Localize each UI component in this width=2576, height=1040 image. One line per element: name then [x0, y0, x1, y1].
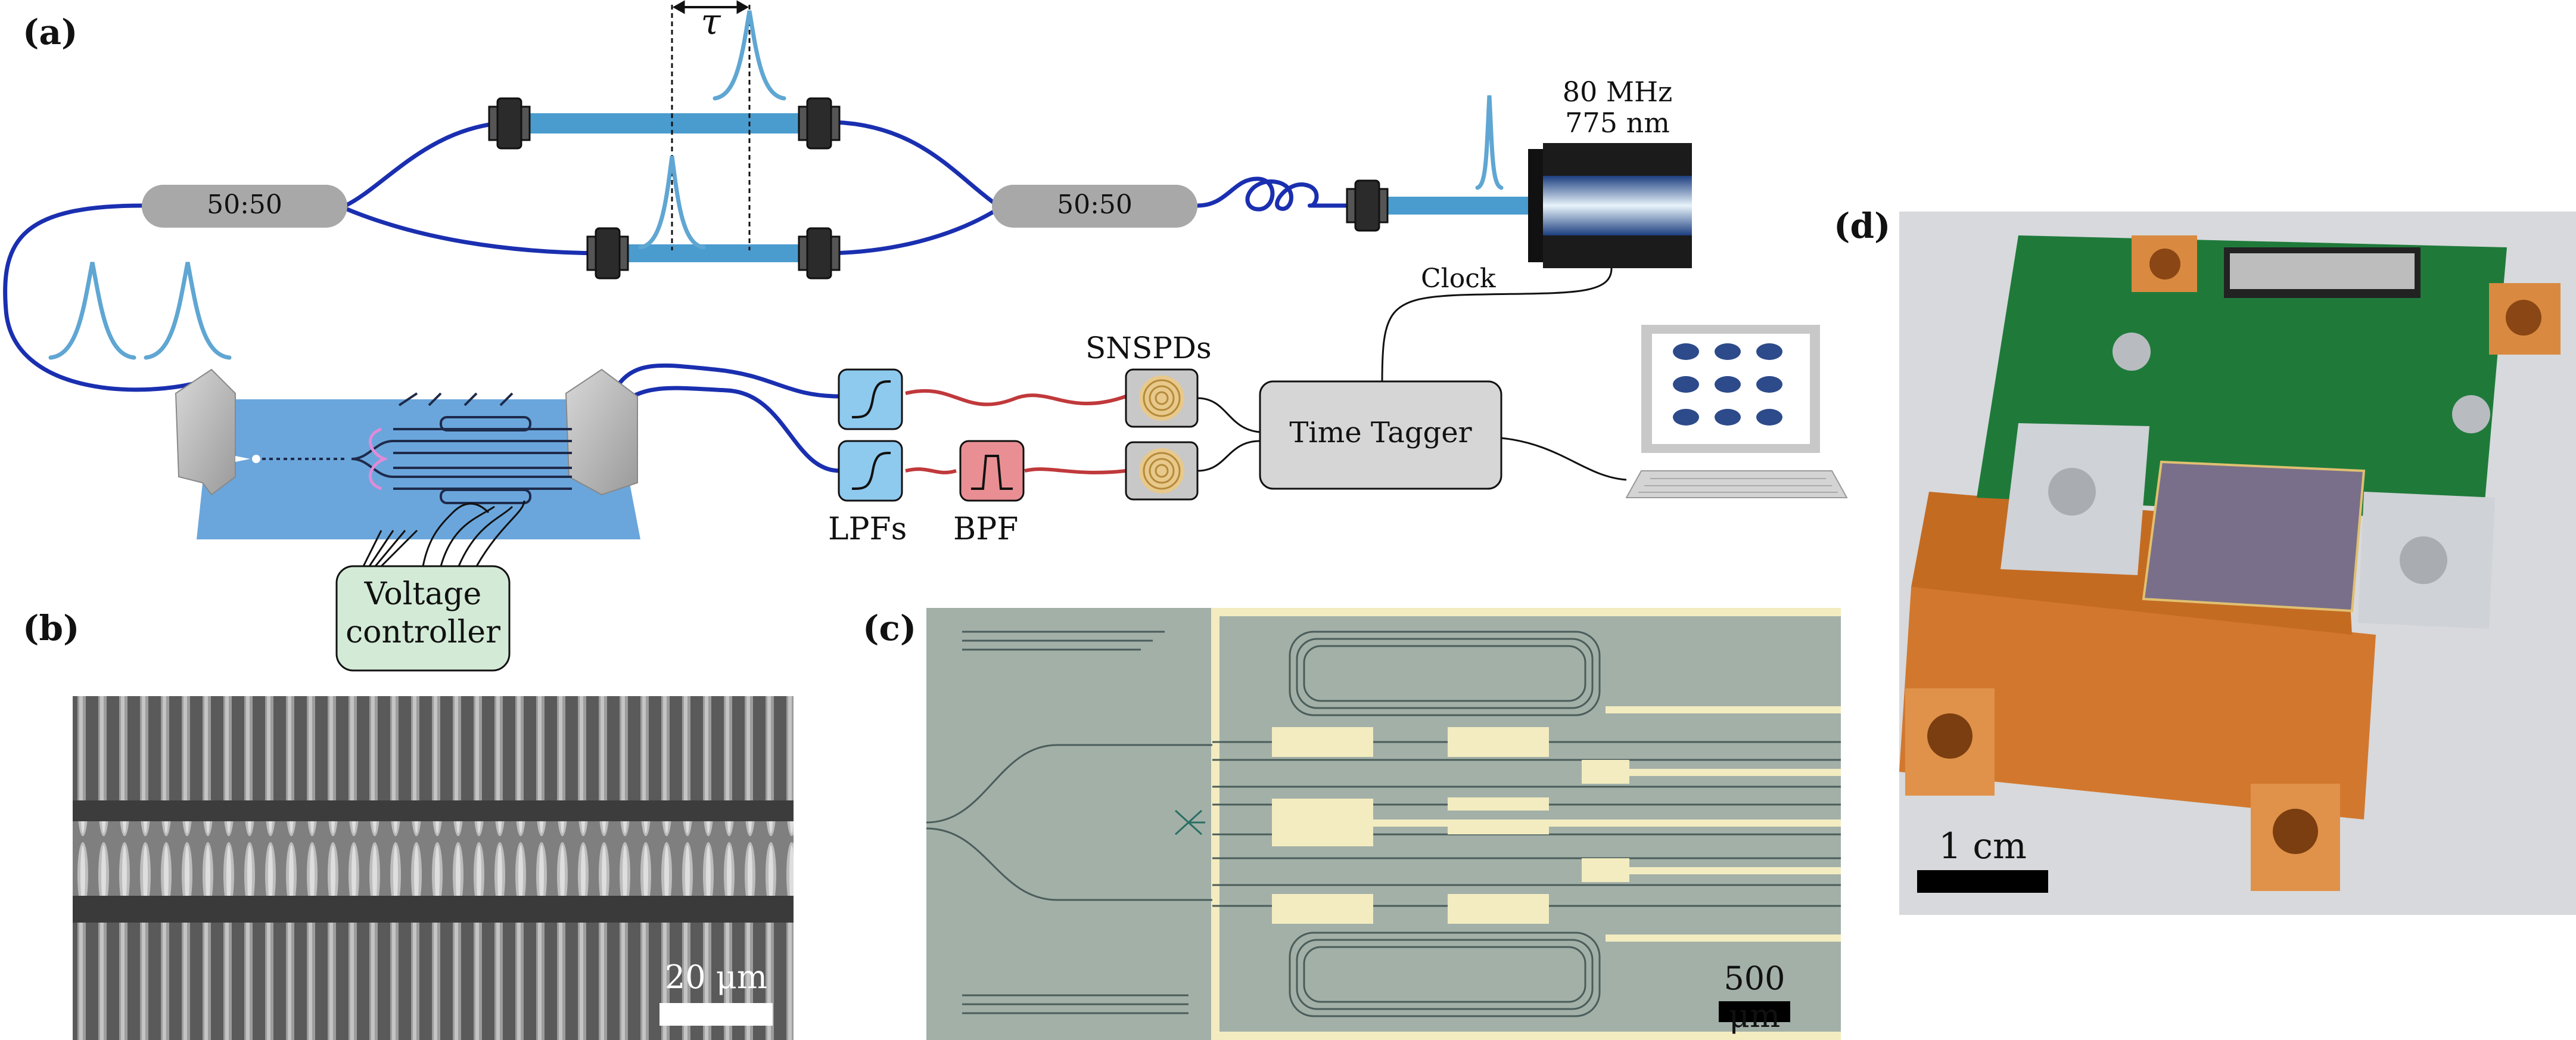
panel-b-label: (b)	[23, 608, 80, 648]
time-tagger-box	[1259, 380, 1502, 490]
laser-source	[1528, 143, 1692, 268]
optical-fibers	[3, 120, 1355, 473]
chip-layout	[926, 608, 1841, 1040]
splitter-left	[142, 185, 347, 228]
pulse-input-1	[48, 262, 136, 360]
panel-c-scale-label: 500 μm	[1723, 960, 1785, 1035]
time-tagger-label: Time Tagger	[1289, 416, 1472, 449]
collimator-lower-left	[586, 227, 629, 280]
fiber-upper-arm-out	[833, 120, 995, 204]
bpf-label: BPF	[953, 511, 1019, 547]
pulse-laser	[1475, 95, 1504, 190]
tau-label: τ	[701, 1, 721, 43]
panel-d-photo: 1 cm	[1899, 212, 2576, 915]
delay-marker	[671, 0, 751, 250]
fiber-upper-arm-in	[344, 120, 513, 208]
voltage-line-2: controller	[346, 614, 500, 650]
panel-a-label: (a)	[23, 12, 78, 52]
pulse-lower-arm	[638, 156, 706, 250]
fiber-to-chip	[3, 203, 203, 392]
coupler-left	[175, 368, 236, 496]
panel-c-chip-image: 500 μm	[926, 608, 1841, 1040]
splitter-right	[992, 185, 1197, 228]
pulses	[48, 10, 1504, 360]
laser-rep-rate: 80 MHz	[1562, 76, 1673, 108]
collimator-lower-right	[798, 227, 841, 280]
package-photo	[1899, 235, 2561, 893]
bpf	[959, 440, 1025, 502]
lpf-upper	[838, 368, 903, 430]
laser-wavelength: 775 nm	[1565, 107, 1670, 139]
panel-d-label: (d)	[1834, 206, 1891, 246]
fiber-chip-out-2	[606, 386, 841, 473]
photonic-chip	[175, 368, 640, 539]
upper-delay-beam	[518, 113, 816, 134]
grating-pattern	[73, 696, 794, 1040]
pulse-upper-arm	[713, 10, 786, 101]
rf-cables	[905, 389, 1127, 474]
lpf-lower	[838, 440, 903, 502]
panel-b-sem-image: 20 μm	[73, 696, 794, 1040]
voltage-controller-box	[335, 565, 511, 672]
coupler-right	[565, 368, 638, 496]
laser-beam	[1370, 197, 1549, 215]
panel-b-scale-bar	[659, 1003, 773, 1026]
panel-c-label: (c)	[863, 608, 917, 648]
collimator-laser	[1346, 179, 1389, 232]
panel-b-scale-label: 20 μm	[664, 958, 768, 996]
voltage-line-1: Voltage	[364, 576, 482, 612]
splitter-left-label: 50:50	[207, 190, 282, 220]
chip-circuit	[262, 392, 572, 504]
lpfs-label: LPFs	[828, 511, 907, 547]
collimators	[488, 97, 1389, 280]
fiber-lower-arm-out	[822, 209, 995, 256]
snspd-upper	[1125, 368, 1199, 428]
voltage-wires	[362, 500, 525, 567]
laser-label: 80 MHz 775 nm	[1537, 76, 1698, 138]
laptop-icon	[1625, 325, 1848, 498]
clock-label: Clock	[1421, 263, 1496, 294]
splitter-right-label: 50:50	[1057, 190, 1133, 220]
fiber-lower-arm-in	[344, 206, 608, 256]
snspd-lower	[1125, 441, 1199, 501]
snspds-label: SNSPDs	[1085, 331, 1212, 365]
collimator-upper-right	[798, 97, 841, 150]
fiber-loops	[1197, 176, 1355, 212]
voltage-controller-label: Voltage controller	[337, 575, 509, 651]
panel-d-scale-label: 1 cm	[1939, 825, 2027, 867]
signal-cables	[1197, 268, 1627, 481]
pulse-input-2	[144, 262, 232, 360]
collimator-upper-left	[488, 97, 531, 150]
fiber-chip-out-1	[605, 363, 841, 406]
